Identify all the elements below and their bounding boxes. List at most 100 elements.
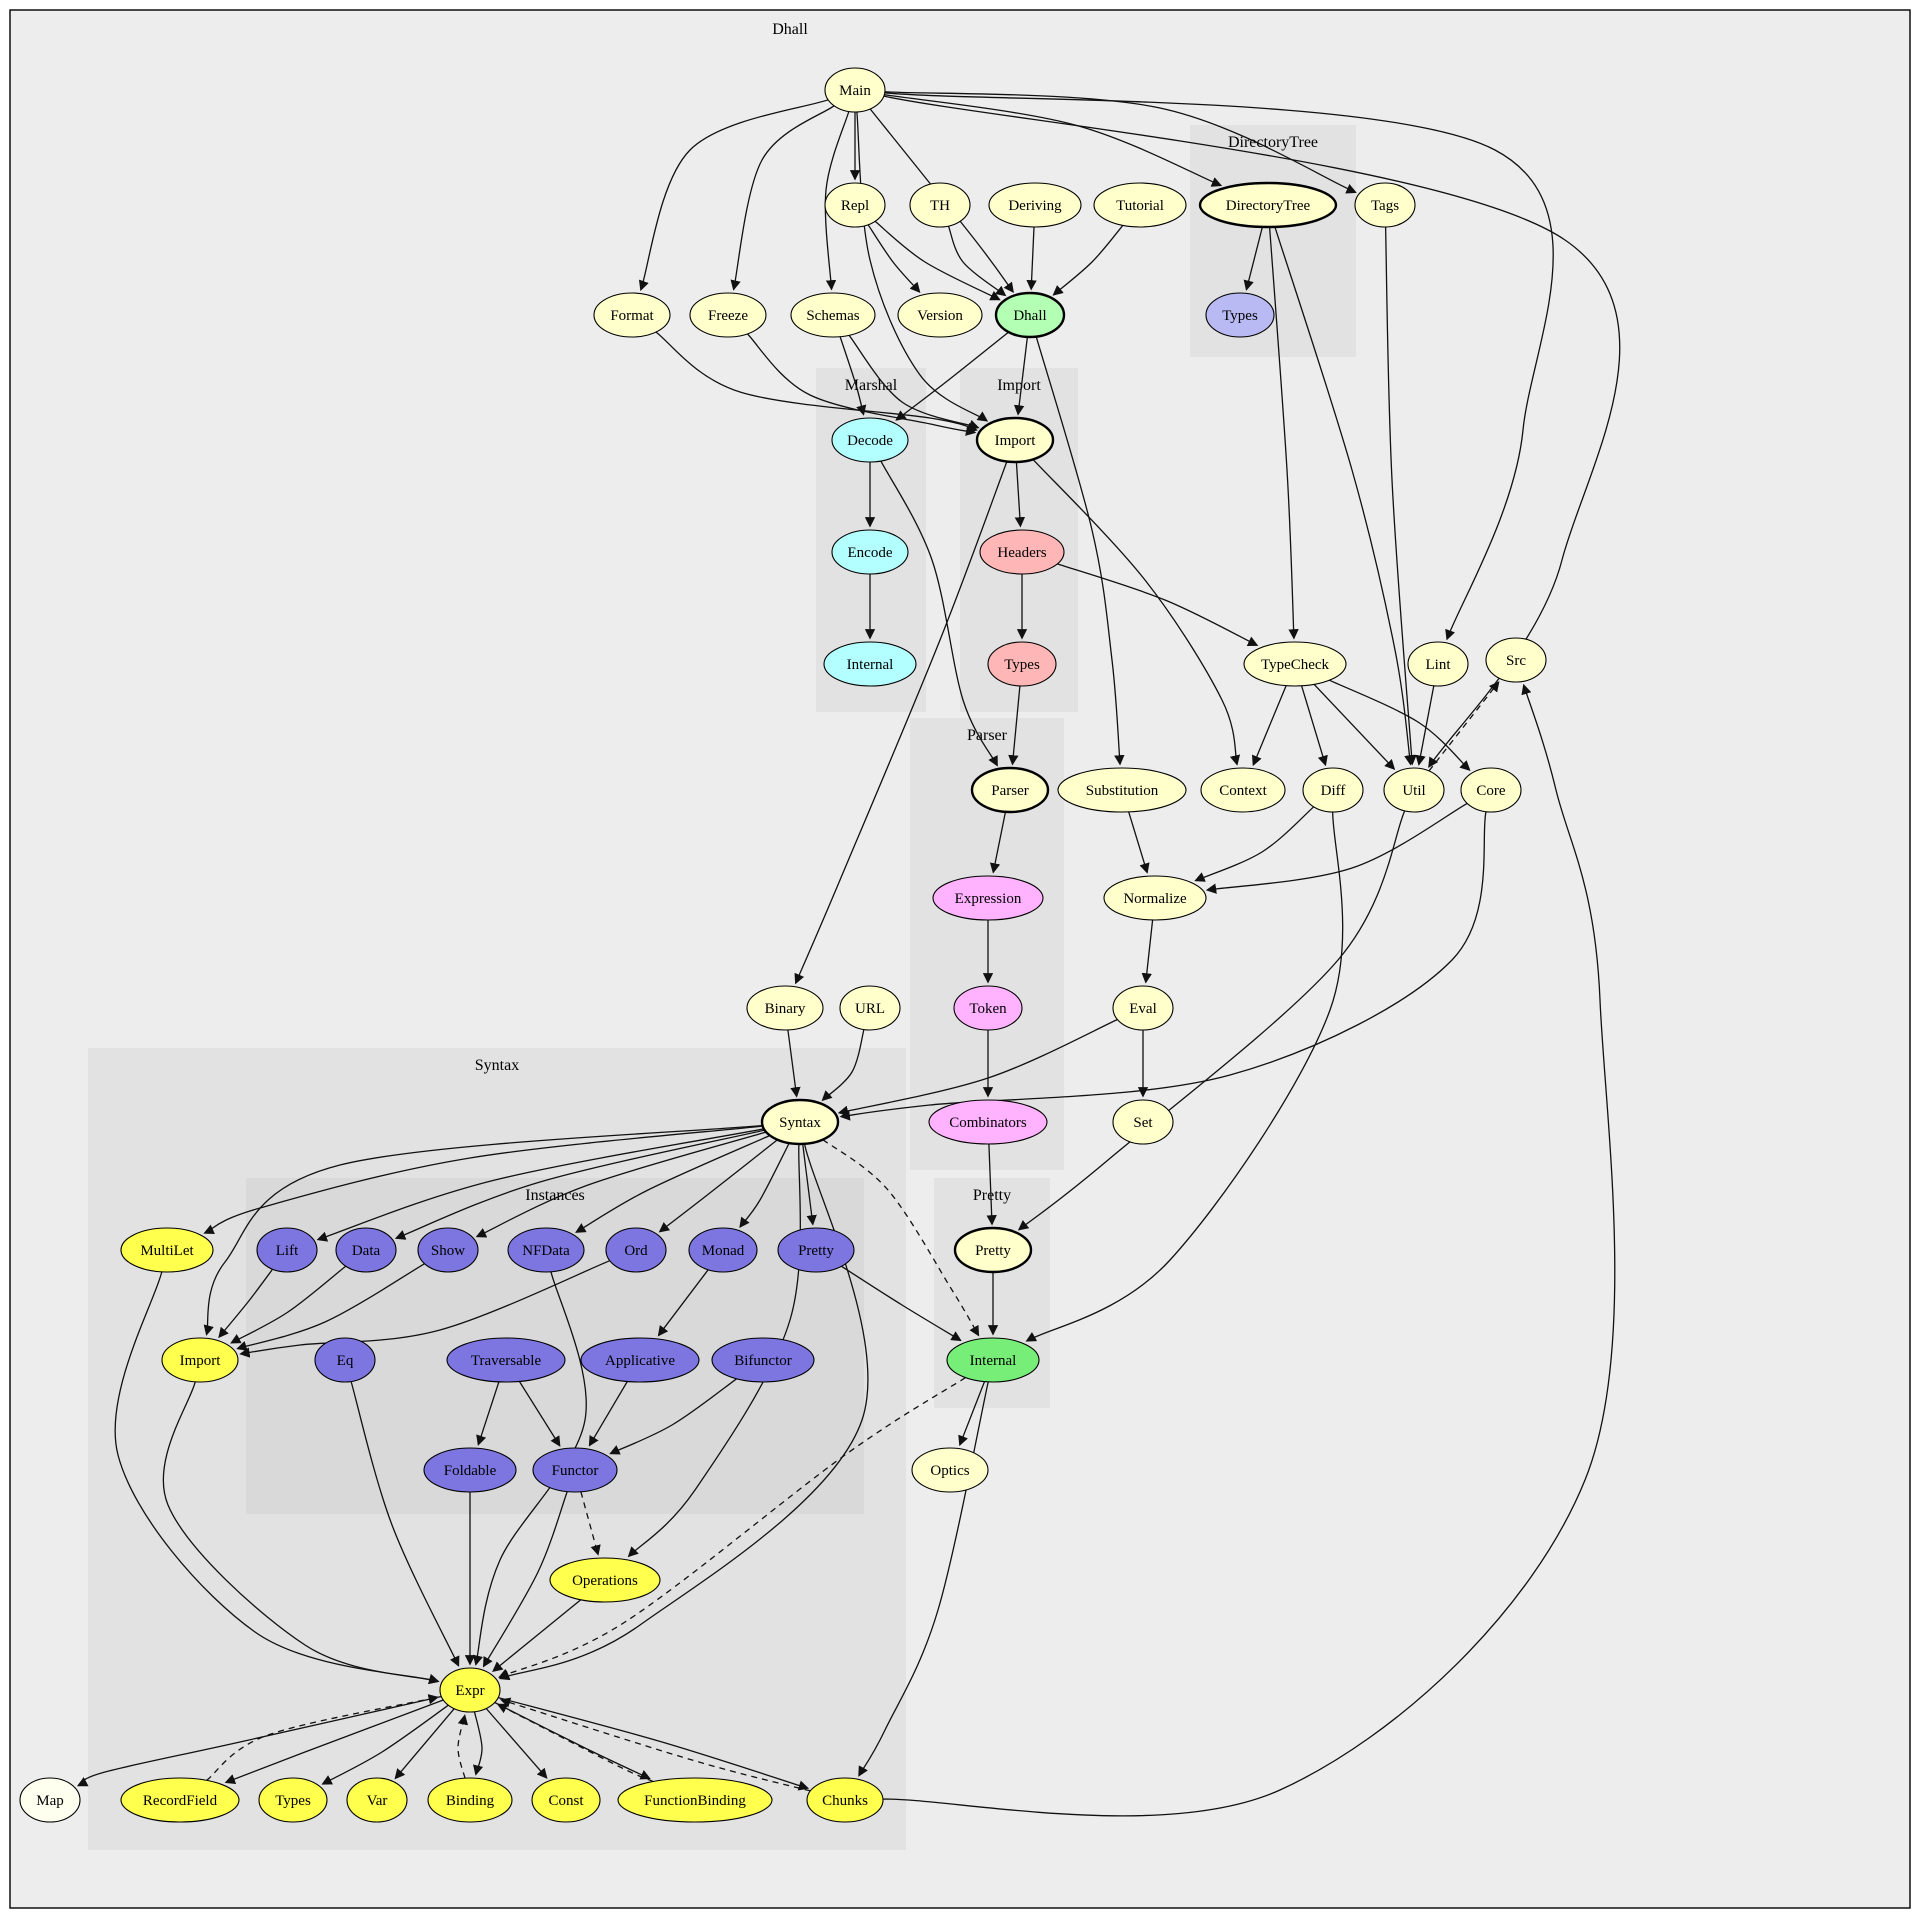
node-decode-shape — [831, 417, 909, 463]
node-chunks-shape — [806, 1777, 884, 1823]
node-lift-label: Lift — [276, 1243, 299, 1259]
edge-expr-recordfield — [224, 1699, 444, 1784]
node-core: Core — [1460, 767, 1522, 813]
node-tutorial-shape — [1093, 182, 1187, 228]
node-expression-label: Expression — [955, 891, 1022, 907]
node-url-label: URL — [855, 1001, 885, 1017]
node-binary-shape — [746, 985, 824, 1031]
edge-syntax-multilet — [203, 1125, 763, 1235]
node-chunks-label: Chunks — [822, 1793, 868, 1809]
edge-syntax-import_syn — [203, 1124, 763, 1336]
node-eval-label: Eval — [1129, 1001, 1157, 1017]
node-combinators-label: Combinators — [949, 1115, 1027, 1131]
edge-operations-expr — [492, 1599, 582, 1672]
edge-expr-binding — [473, 1711, 484, 1776]
node-src: Src — [1485, 637, 1547, 683]
node-core-shape — [1460, 767, 1522, 813]
node-main-shape — [824, 67, 886, 113]
edge-repl-dhall — [874, 220, 1001, 301]
node-import_syn-label: Import — [180, 1353, 222, 1369]
node-import_syn-shape — [161, 1337, 239, 1383]
node-chunks: Chunks — [806, 1777, 884, 1823]
edge-diff-normalize — [1194, 806, 1315, 882]
node-token-shape — [953, 985, 1023, 1031]
node-version-shape — [897, 292, 983, 338]
node-pretty-label: Pretty — [975, 1243, 1011, 1259]
node-lint: Lint — [1407, 641, 1469, 687]
node-bifunctor-label: Bifunctor — [734, 1353, 792, 1369]
node-context: Context — [1200, 767, 1286, 813]
edge-typecheck-diff — [1300, 685, 1328, 767]
node-multilet-shape — [120, 1227, 214, 1273]
node-binding: Binding — [427, 1777, 513, 1823]
node-multilet-label: MultiLet — [140, 1243, 194, 1259]
edge-syntax-data — [394, 1129, 765, 1240]
node-url-shape — [839, 985, 901, 1031]
edge-bifunctor-functor — [609, 1378, 737, 1455]
node-bifunctor: Bifunctor — [711, 1337, 815, 1383]
edge-main-dhall — [869, 108, 1014, 294]
edge-main-tags — [884, 91, 1357, 194]
node-syn_types: Types — [258, 1777, 328, 1823]
node-version: Version — [897, 292, 983, 338]
node-combinators: Combinators — [928, 1099, 1048, 1145]
node-tutorial-label: Tutorial — [1116, 198, 1164, 214]
node-import_top-shape — [975, 416, 1055, 464]
node-deriving-label: Deriving — [1008, 198, 1062, 214]
node-context-shape — [1200, 767, 1286, 813]
edge-directorytree-dt_types — [1243, 226, 1264, 291]
edge-import_top-binary — [794, 461, 1008, 985]
node-functor: Functor — [532, 1447, 618, 1493]
node-core-label: Core — [1476, 783, 1506, 799]
node-monad-shape — [688, 1227, 758, 1273]
node-optics: Optics — [911, 1447, 989, 1493]
node-deriving: Deriving — [988, 182, 1082, 228]
node-encode-shape — [831, 529, 909, 575]
node-token-label: Token — [969, 1001, 1007, 1017]
edge-eval-syntax — [837, 1018, 1118, 1116]
node-pretty_inst: Pretty — [777, 1227, 855, 1273]
edge-typecheck-util — [1313, 683, 1396, 771]
node-internal_marshal-shape — [823, 641, 917, 687]
cluster-parser-label: Parser — [967, 727, 1008, 744]
node-diff-shape — [1302, 767, 1364, 813]
node-dt_types-shape — [1205, 292, 1275, 338]
node-set-label: Set — [1133, 1115, 1153, 1131]
node-set-shape — [1112, 1099, 1174, 1145]
node-dt_types-label: Types — [1222, 308, 1258, 324]
edge-typecheck-context — [1251, 685, 1287, 767]
node-import_top: Import — [975, 416, 1055, 464]
node-deriving-shape — [988, 182, 1082, 228]
node-binary: Binary — [746, 985, 824, 1031]
node-internal_marshal-label: Internal — [847, 657, 894, 673]
node-freeze-label: Freeze — [708, 308, 748, 324]
node-show: Show — [417, 1227, 479, 1273]
node-pretty-shape — [953, 1226, 1033, 1274]
node-set: Set — [1112, 1099, 1174, 1145]
edge-format-import_top — [655, 331, 978, 433]
edge-main-schemas — [824, 111, 850, 291]
edge-syntax-show — [475, 1131, 767, 1238]
node-applicative-label: Applicative — [605, 1353, 675, 1369]
edge-binding-expr — [457, 1714, 469, 1779]
edge-typecheck-core — [1329, 679, 1471, 771]
node-tags-label: Tags — [1371, 198, 1399, 214]
node-th: TH — [909, 182, 971, 228]
edge-substitution-normalize — [1128, 811, 1150, 874]
node-ord: Ord — [605, 1227, 667, 1273]
node-typecheck-shape — [1243, 641, 1347, 687]
edge-deriving-dhall — [1026, 226, 1037, 291]
node-applicative: Applicative — [580, 1337, 700, 1383]
node-src-label: Src — [1506, 653, 1526, 669]
node-bifunctor-shape — [711, 1337, 815, 1383]
node-tutorial: Tutorial — [1093, 182, 1187, 228]
node-binding-label: Binding — [446, 1793, 495, 1809]
node-traversable: Traversable — [446, 1337, 566, 1383]
node-version-label: Version — [917, 308, 963, 324]
node-const-shape — [531, 1777, 601, 1823]
node-data-shape — [335, 1227, 397, 1273]
edge-core-normalize — [1205, 802, 1468, 894]
node-nfdata-label: NFData — [522, 1243, 570, 1259]
